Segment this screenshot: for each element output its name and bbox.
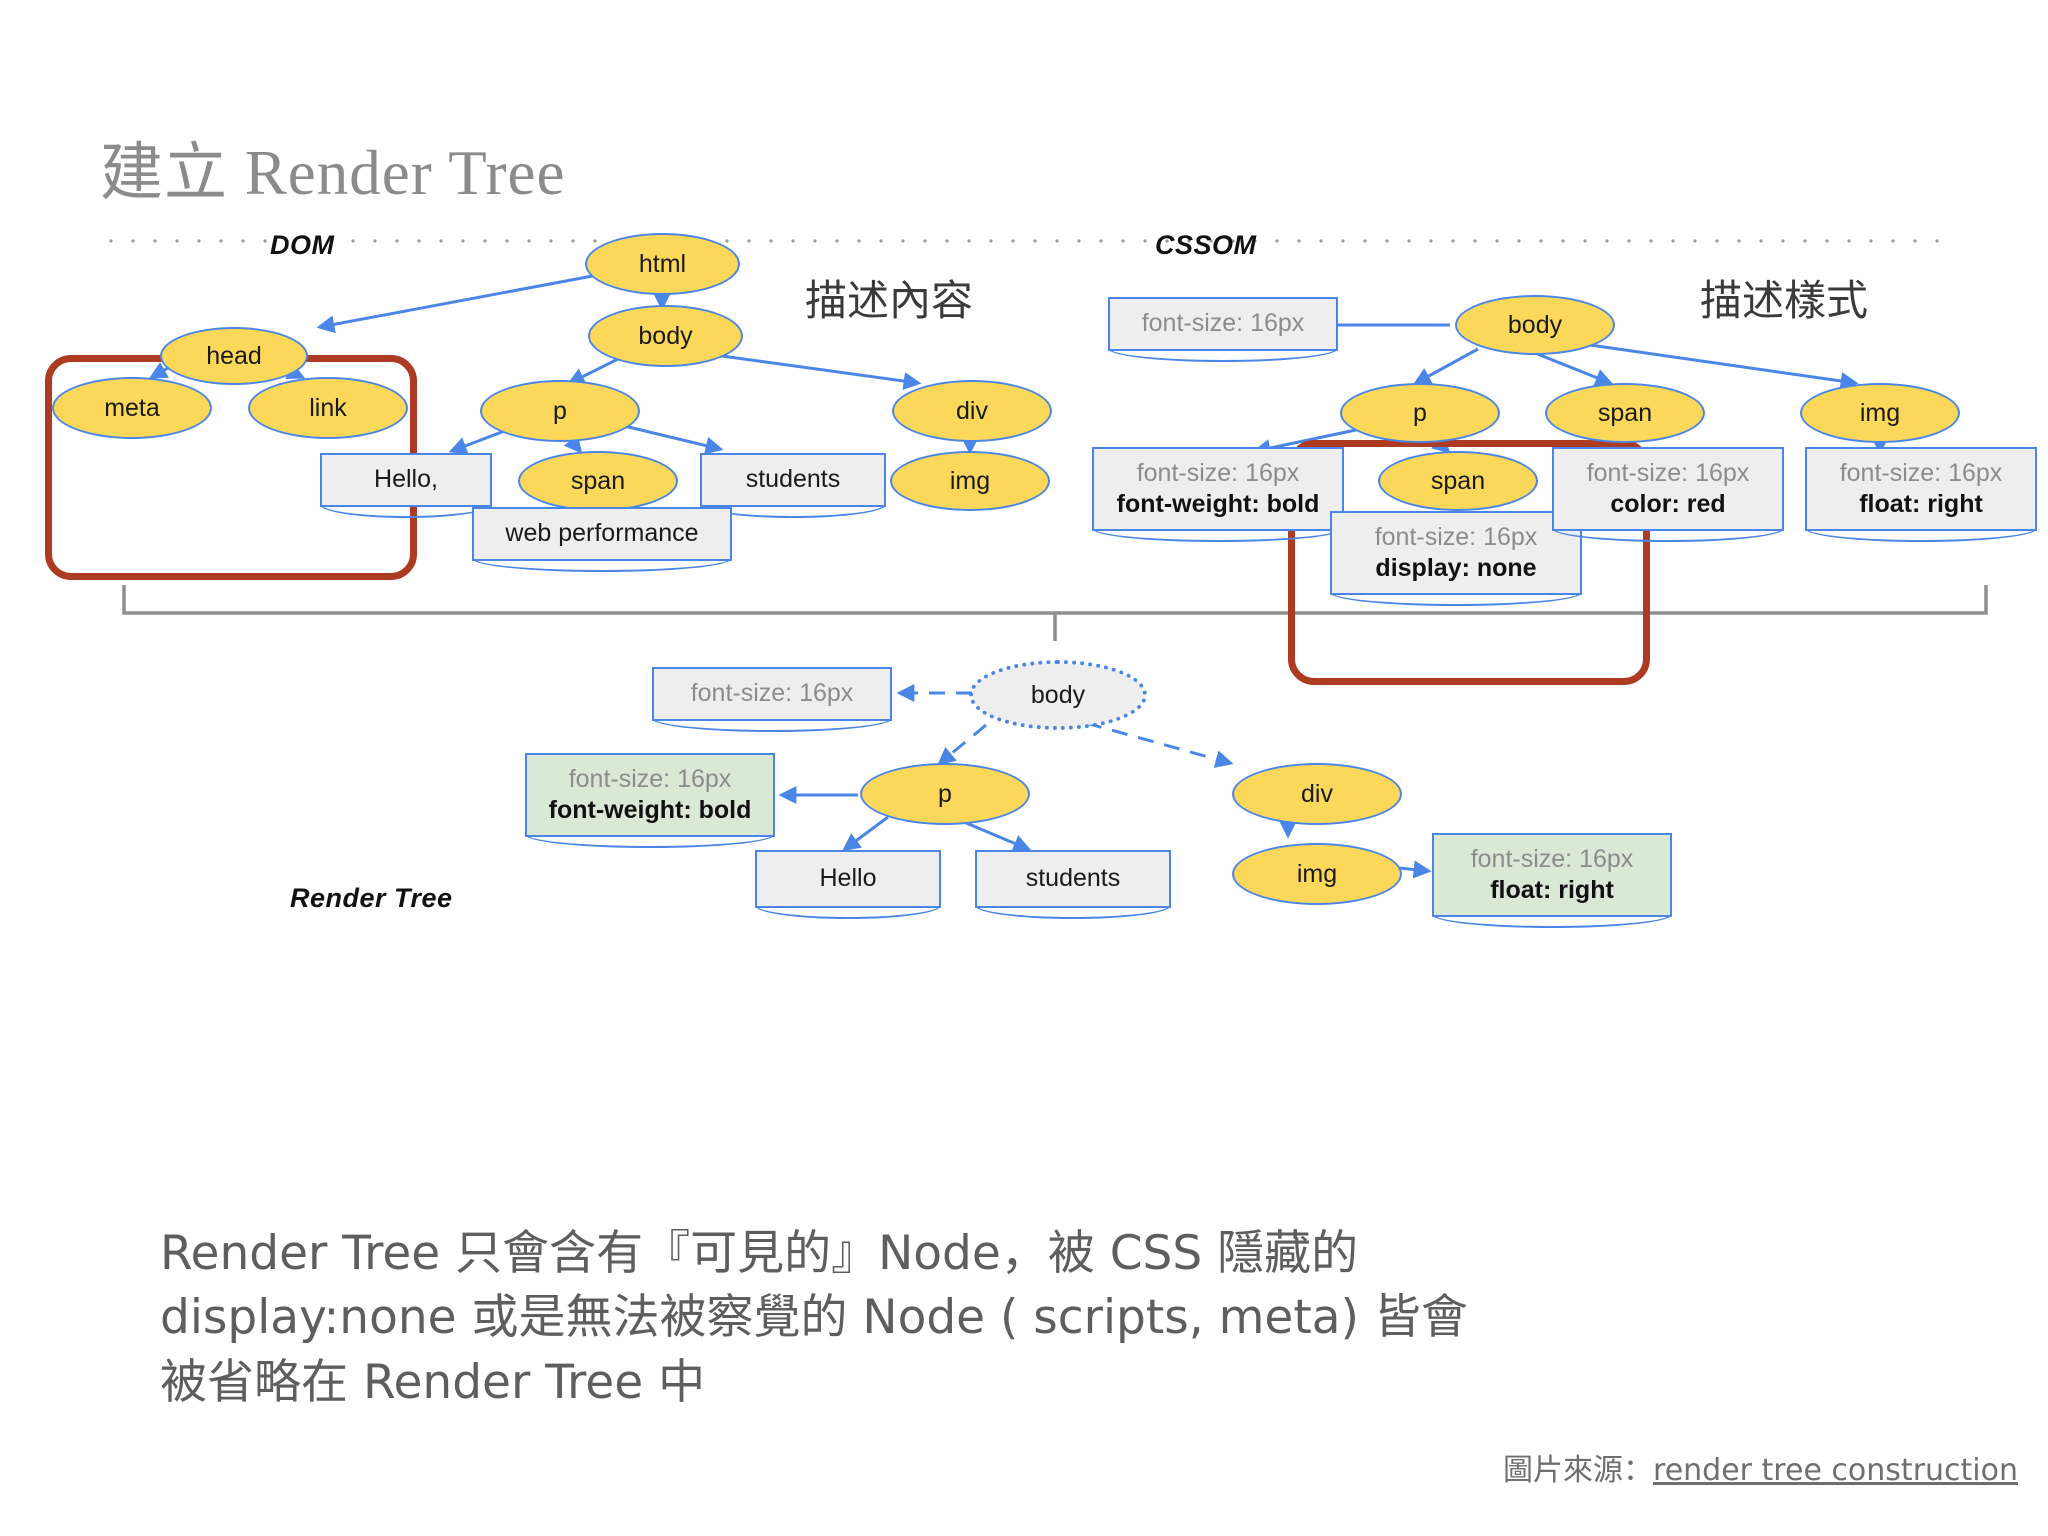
slide-caption: Render Tree 只會含有『可見的』Node，被 CSS 隱藏的 disp… <box>160 1222 1720 1415</box>
dom-note-label: 描述內容 <box>805 276 974 325</box>
cssom-rule-p-own: font-weight: bold <box>1116 490 1320 518</box>
render-rule-img-own: float: right <box>1490 876 1614 904</box>
cssom-rule-body-inherited: font-size: 16px <box>1141 309 1305 338</box>
cssom-node-span-child: span <box>1378 451 1538 511</box>
render-text-students: students <box>975 850 1171 908</box>
dom-node-meta: meta <box>52 377 212 439</box>
image-credit-prefix: 圖片來源： <box>1503 1453 1654 1488</box>
dom-text-hello: Hello, <box>320 453 492 507</box>
cssom-rule-img-own: float: right <box>1859 490 1983 518</box>
dom-node-img: img <box>890 451 1050 511</box>
dom-node-div: div <box>892 380 1052 442</box>
cssom-rule-span-color-inherited: font-size: 16px <box>1586 458 1750 487</box>
cssom-rule-span-inherited: font-size: 16px <box>1374 522 1538 551</box>
grouping-brace <box>122 585 1988 641</box>
dom-node-head: head <box>160 327 308 385</box>
dom-node-span: span <box>518 451 678 511</box>
render-rule-img-inherited: font-size: 16px <box>1470 844 1634 873</box>
render-node-div: div <box>1232 763 1402 825</box>
cssom-rule-span-own: display: none <box>1375 554 1537 582</box>
caption-line-2: display:none 或是無法被察覺的 Node ( scripts, me… <box>160 1290 1468 1346</box>
cssom-section-label: CSSOM <box>1155 230 1257 260</box>
cssom-rule-body: font-size: 16px <box>1108 297 1338 351</box>
title-divider <box>100 238 1948 244</box>
cssom-node-span-right: span <box>1545 383 1705 443</box>
image-credit-link[interactable]: render tree construction <box>1653 1453 2018 1488</box>
cssom-note-label: 描述樣式 <box>1700 276 1869 325</box>
render-rule-body-inherited: font-size: 16px <box>690 679 854 708</box>
dom-section-label: DOM <box>270 230 335 260</box>
render-node-body: body <box>969 660 1147 730</box>
cssom-rule-img-inherited: font-size: 16px <box>1839 458 2003 487</box>
caption-line-3: 被省略在 Render Tree 中 <box>160 1354 706 1410</box>
render-node-p: p <box>860 763 1030 825</box>
cssom-rule-span-color: font-size: 16px color: red <box>1552 447 1784 531</box>
page-title: 建立 Render Tree <box>100 138 566 208</box>
dom-node-p: p <box>480 380 640 442</box>
render-text-hello: Hello <box>755 850 941 908</box>
diagram-edges <box>148 273 1889 879</box>
cssom-rule-p: font-size: 16px font-weight: bold <box>1092 447 1344 531</box>
cssom-node-body: body <box>1455 295 1615 355</box>
cssom-rule-span-color-own: color: red <box>1610 490 1726 518</box>
dom-node-body: body <box>588 305 743 367</box>
dom-text-web-performance: web performance <box>472 507 732 561</box>
cssom-highlight-display-none <box>1288 440 1650 685</box>
render-node-img: img <box>1232 843 1402 905</box>
image-credit: 圖片來源：render tree construction <box>1503 1445 2018 1489</box>
render-tree-section-label: Render Tree <box>290 883 453 913</box>
cssom-node-img: img <box>1800 383 1960 443</box>
cssom-rule-img-float: font-size: 16px float: right <box>1805 447 2037 531</box>
render-tree-diagram: DOM CSSOM Render Tree 描述內容 描述樣式 html hea… <box>0 230 2048 1185</box>
dom-node-link: link <box>248 377 408 439</box>
render-rule-p-inherited: font-size: 16px <box>568 764 732 793</box>
render-rule-p-own: font-weight: bold <box>548 796 752 824</box>
render-rule-body: font-size: 16px <box>652 667 892 721</box>
render-rule-img: font-size: 16px float: right <box>1432 833 1672 917</box>
dom-node-html: html <box>585 233 740 295</box>
cssom-node-p: p <box>1340 383 1500 443</box>
cssom-rule-p-inherited: font-size: 16px <box>1136 458 1300 487</box>
cssom-rule-span-display-none: font-size: 16px display: none <box>1330 511 1582 595</box>
caption-line-1: Render Tree 只會含有『可見的』Node，被 CSS 隱藏的 <box>160 1226 1359 1281</box>
render-rule-p: font-size: 16px font-weight: bold <box>525 753 775 837</box>
dom-text-students: students <box>700 453 886 507</box>
